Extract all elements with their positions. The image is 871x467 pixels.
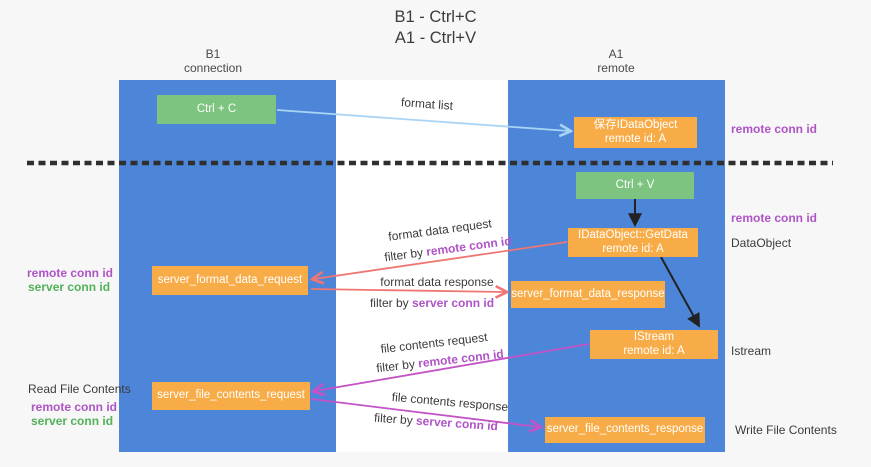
dataobject-label: DataObject bbox=[731, 236, 792, 250]
server-conn-id-left-2: server conn id bbox=[31, 414, 114, 428]
idataobject-getdata-line1: IDataObject::GetData bbox=[578, 229, 688, 241]
server-conn-id-left-1: server conn id bbox=[28, 280, 111, 294]
istream-line1: IStream bbox=[633, 331, 675, 343]
ctrl-c-box: Ctrl + C bbox=[157, 95, 276, 124]
save-idataobject-box: 保存IDataObject remote id: A bbox=[574, 117, 697, 148]
ctrl-v-box: Ctrl + V bbox=[576, 172, 694, 199]
server-file-contents-request-box: server_file_contents_request bbox=[152, 382, 310, 410]
file-contents-request-arrow bbox=[315, 343, 590, 391]
column-a1-name: A1 bbox=[608, 47, 624, 61]
format-data-response-arrow bbox=[310, 289, 505, 292]
server-conn-id-text: server conn id bbox=[411, 296, 495, 310]
format-list-arrow bbox=[276, 109, 569, 131]
filter-by-text: filter by bbox=[373, 410, 417, 428]
title-line-1: B1 - Ctrl+C bbox=[394, 8, 477, 26]
format-data-request-arrow bbox=[314, 241, 568, 279]
server-format-data-response-label: server_format_data_response bbox=[511, 287, 665, 300]
read-file-contents-label: Read File Contents bbox=[28, 382, 131, 396]
diagram-title: B1 - Ctrl+C A1 - Ctrl+V bbox=[0, 7, 871, 49]
istream-side-label: Istream bbox=[731, 344, 772, 358]
ctrl-v-label: Ctrl + V bbox=[615, 178, 655, 191]
save-idataobject-line2: remote id: A bbox=[604, 132, 667, 145]
write-file-contents-label: Write File Contents bbox=[735, 423, 837, 437]
istream-line2: remote id: A bbox=[623, 344, 685, 357]
server-format-data-request-label: server_format_data_request bbox=[157, 273, 303, 286]
server-format-data-request-box: server_format_data_request bbox=[152, 266, 308, 295]
filter-by-server-conn-id-label-1: filter by server conn id bbox=[370, 296, 494, 310]
server-file-contents-response-box: server_file_contents_response bbox=[545, 417, 705, 443]
remote-conn-id-right-1: remote conn id bbox=[731, 122, 818, 136]
remote-conn-id-right-2: remote conn id bbox=[731, 211, 818, 225]
save-idataobject-line1: 保存IDataObject bbox=[593, 119, 678, 131]
column-header-b1: B1 connection bbox=[133, 47, 293, 75]
column-b1-subtitle: connection bbox=[183, 61, 243, 75]
format-data-response-label: format data response bbox=[380, 275, 494, 289]
getdata-to-istream-arrow bbox=[660, 256, 701, 328]
title-line-2: A1 - Ctrl+V bbox=[394, 29, 477, 47]
istream-box: IStream remote id: A bbox=[590, 330, 718, 359]
server-file-contents-request-label: server_file_contents_request bbox=[157, 389, 305, 402]
server-format-data-response-box: server_format_data_response bbox=[511, 281, 665, 308]
idataobject-getdata-line2: remote id: A bbox=[602, 242, 664, 255]
server-file-contents-response-label: server_file_contents_response bbox=[546, 423, 704, 436]
filter-by-text: filter by bbox=[369, 296, 412, 310]
column-header-a1: A1 remote bbox=[536, 47, 696, 75]
column-b1-name: B1 bbox=[205, 47, 221, 61]
file-contents-response-arrow bbox=[310, 398, 539, 427]
idataobject-getdata-box: IDataObject::GetData remote id: A bbox=[568, 228, 698, 257]
ctrl-c-label: Ctrl + C bbox=[196, 102, 237, 115]
column-a1-subtitle: remote bbox=[597, 61, 635, 75]
remote-conn-id-left-2: remote conn id bbox=[31, 400, 118, 414]
remote-conn-id-left-1: remote conn id bbox=[27, 266, 114, 280]
middle-gap-strip bbox=[336, 80, 508, 452]
